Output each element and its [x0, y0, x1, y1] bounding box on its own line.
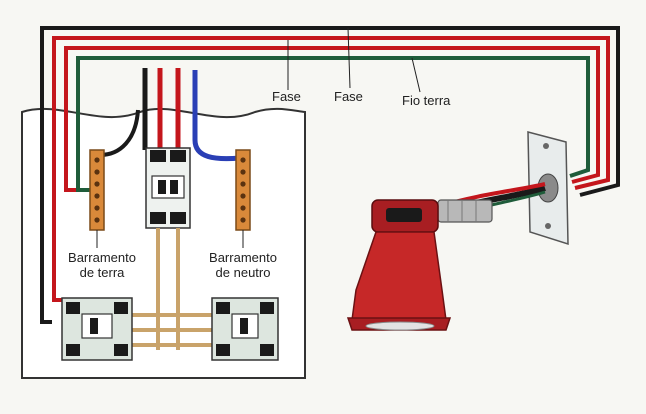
main-breaker	[145, 147, 191, 229]
terra-wire	[76, 56, 590, 192]
fase-wire-1	[52, 36, 610, 302]
barramento-neutro-label-line1: Barramento	[209, 250, 277, 265]
black-wire	[40, 26, 620, 324]
fase-label-2: Fase	[334, 89, 363, 104]
copper-strips	[110, 228, 250, 350]
terra-pointer	[411, 57, 421, 93]
terra-bar-screws	[94, 157, 100, 223]
breaker-block-left	[61, 297, 133, 361]
fase-pointer-2	[347, 27, 351, 89]
fase-label-1: Fase	[272, 89, 301, 104]
fase-wire-2	[64, 46, 600, 192]
shower-cable	[437, 182, 546, 223]
neutro-bar-screws	[240, 157, 246, 223]
barramento-terra-label-line2: de terra	[79, 265, 125, 280]
breaker-block-right	[211, 297, 279, 361]
barramento-neutro-label-line2: de neutro	[215, 265, 271, 280]
electric-showerhead	[346, 199, 452, 331]
fio-terra-label: Fio terra	[402, 93, 451, 108]
barramento-neutro-label: Barramento de neutro	[200, 250, 286, 280]
barramento-terra-label-line1: Barramento	[68, 250, 136, 265]
incoming-neutro-wire	[192, 70, 241, 162]
black-to-terra-bar	[99, 109, 140, 157]
wall-junction-plate	[527, 131, 569, 246]
barramento-terra-label: Barramento de terra	[62, 250, 142, 280]
